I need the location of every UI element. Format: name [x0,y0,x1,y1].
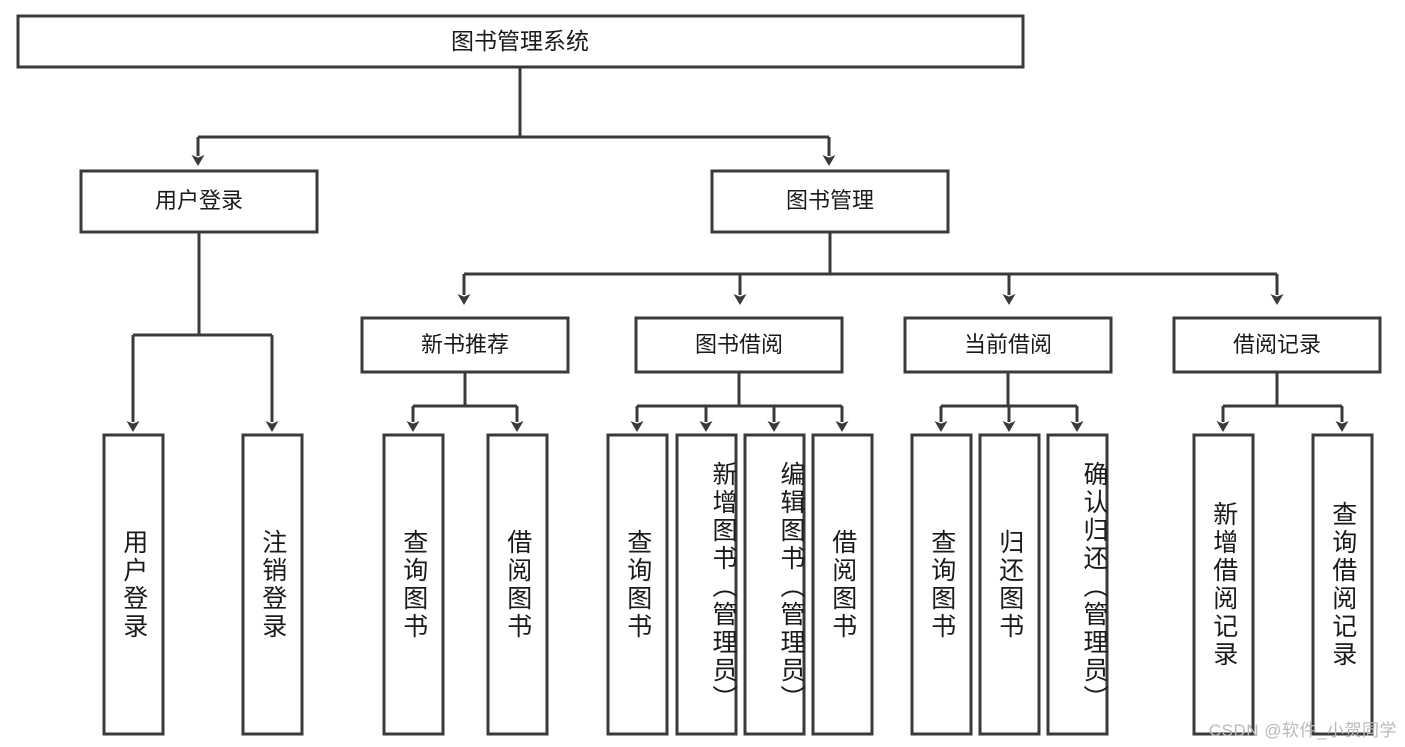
leaf-box-query-record[interactable] [1311,433,1374,736]
leaf-box-edit-book[interactable] [743,433,806,736]
node-borrow-record-label: 借阅记录 [1233,332,1321,357]
leaf-box-confirm-return[interactable] [1046,433,1109,736]
leaf-box-borrow-book-1[interactable] [486,433,549,736]
node-book-manage-box[interactable] [710,169,950,234]
node-current-borrow-label: 当前借阅 [964,332,1052,357]
node-borrow-record-box[interactable] [1172,316,1382,374]
node-root-box[interactable] [16,14,1025,69]
node-book-borrow-box[interactable] [634,316,844,374]
node-new-book-recommend-label: 新书推荐 [421,332,509,357]
leaf-box-borrow-book-2[interactable] [811,433,874,736]
node-root-label: 图书管理系统 [451,28,589,54]
leaf-box-return-book[interactable] [978,433,1041,736]
leaf-box-user-login[interactable] [102,433,165,736]
csdn-watermark: CSDN @软件_小贺同学 [1208,721,1397,740]
leaf-box-logout-login[interactable] [241,433,304,736]
node-current-borrow-box[interactable] [903,316,1113,374]
node-user-login-label: 用户登录 [155,188,243,213]
node-new-book-recommend-box[interactable] [360,316,570,374]
leaf-box-add-book[interactable] [675,433,738,736]
leaf-box-query-book-2[interactable] [606,433,669,736]
leaf-box-query-book-1[interactable] [382,433,445,736]
node-book-manage-label: 图书管理 [786,188,874,213]
node-book-borrow-label: 图书借阅 [695,332,783,357]
leaf-box-add-record[interactable] [1192,433,1255,736]
leaf-box-query-book-3[interactable] [910,433,973,736]
